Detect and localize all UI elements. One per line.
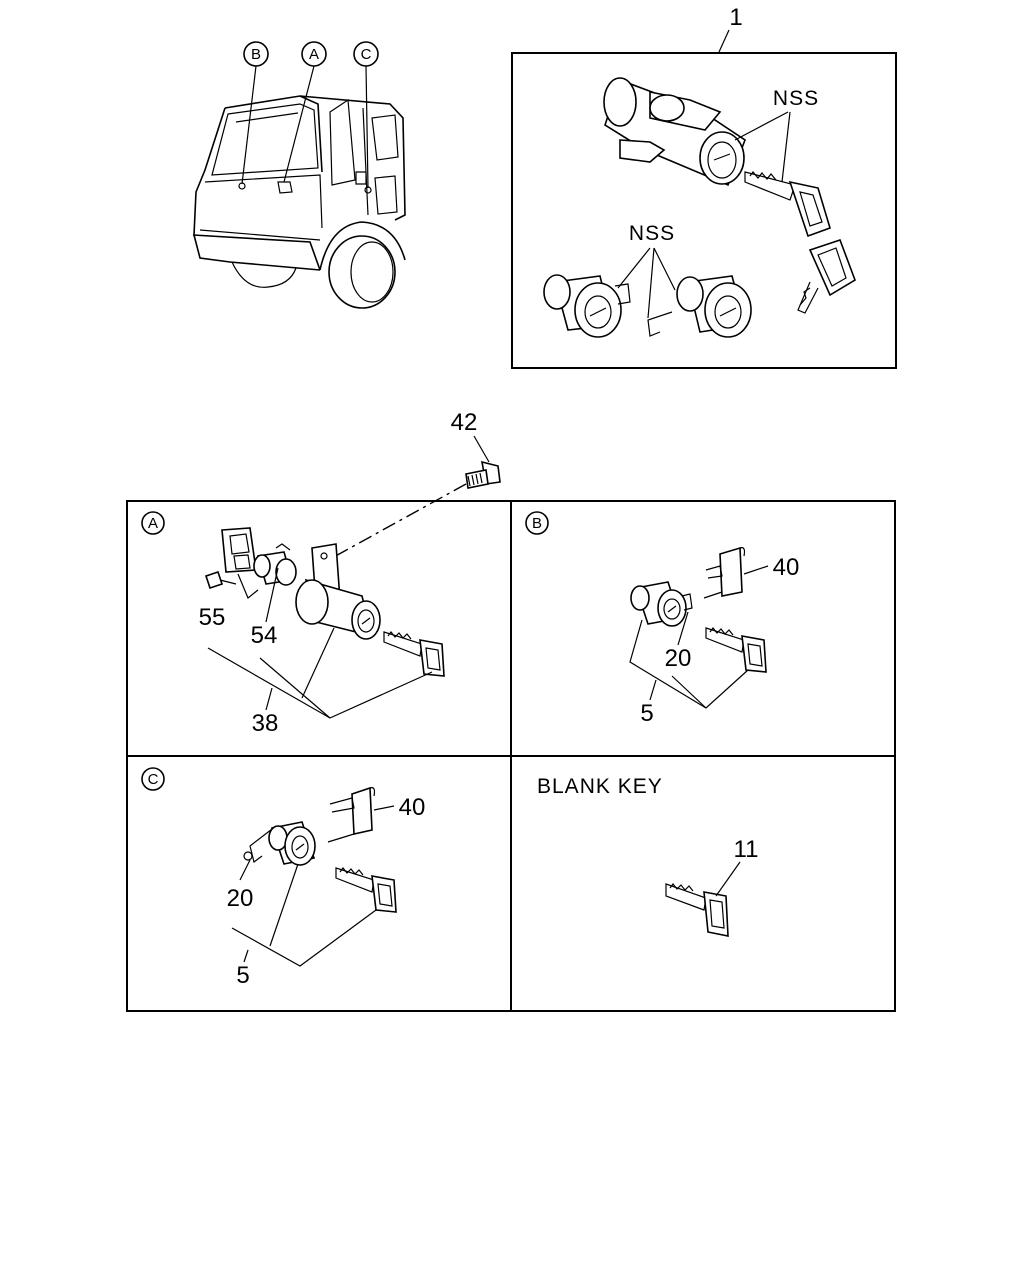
- part-number-5-b: 5: [640, 700, 653, 727]
- panel-blank-key: BLANK KEY 11: [537, 775, 759, 937]
- key-icon-b: [705, 627, 767, 673]
- retainer-clip-40-c-icon: [327, 786, 376, 843]
- key-icon-1: [744, 171, 831, 238]
- truck-callout-b: B: [251, 46, 261, 63]
- part-number-40-c: 40: [399, 794, 426, 821]
- key-icon-c: [335, 867, 397, 913]
- part-number-38: 38: [252, 710, 279, 737]
- nss-label-top: NSS: [773, 87, 819, 110]
- truck-cab-illustration: B A C: [192, 41, 406, 309]
- panel-c-tag: C: [148, 771, 159, 788]
- part-number-55: 55: [199, 604, 226, 631]
- nss-label-bottom: NSS: [629, 222, 675, 245]
- blank-key-title: BLANK KEY: [537, 775, 663, 798]
- screw-55-icon: [204, 570, 237, 590]
- blank-key-icon: [665, 883, 729, 937]
- detail-panels-grid: [126, 500, 896, 1012]
- key-icon-a: [383, 631, 445, 677]
- panel-c: C 40 20 5: [141, 767, 426, 989]
- switch-connector-icon: [221, 527, 257, 573]
- cylinder-54-icon: [253, 543, 297, 586]
- callout-circle-c: [353, 41, 379, 67]
- truck-callout-c: C: [361, 46, 372, 63]
- part-number-20-c: 20: [227, 885, 254, 912]
- panel-b: B 40 20 5: [525, 511, 800, 727]
- door-cylinder-left-icon: [543, 274, 631, 338]
- panel-a-tag: A: [148, 515, 158, 532]
- part-number-40-b: 40: [773, 554, 800, 581]
- retainer-clip-40-icon: [703, 546, 746, 599]
- truck-callout-a: A: [309, 46, 319, 63]
- lock-kit-box: 1 NSS: [511, 4, 897, 369]
- lock-housing-38-icon: [295, 543, 381, 640]
- callout-circle-b: [243, 41, 269, 67]
- door-cylinder-5-c-icon: [243, 821, 316, 866]
- part-number-5-c: 5: [236, 962, 249, 989]
- bolt-42-icon: 42: [331, 409, 501, 559]
- part-number-20-b: 20: [665, 645, 692, 672]
- panel-b-tag: B: [532, 515, 542, 532]
- door-cylinder-right-icon: [647, 275, 752, 338]
- bolt-part-number: 42: [451, 409, 478, 436]
- door-cylinder-5-b-icon: [630, 581, 693, 627]
- panel-a-circle: [141, 511, 165, 535]
- ignition-cylinder-icon: [603, 77, 746, 187]
- part-number-54: 54: [251, 622, 278, 649]
- part-number-11: 11: [734, 836, 759, 863]
- kit-part-number: 1: [729, 4, 742, 31]
- panel-b-circle: [525, 511, 549, 535]
- key-icon-2: [797, 238, 856, 314]
- panel-c-circle: [141, 767, 165, 791]
- panel-a: A: [141, 511, 445, 737]
- callout-circle-a: [301, 41, 327, 67]
